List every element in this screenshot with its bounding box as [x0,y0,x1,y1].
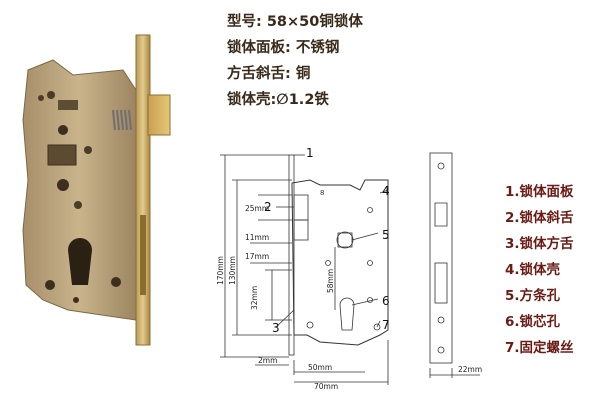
dim-50: 50mm [308,363,332,372]
spec-case: 锁体壳:∅1.2铁 [227,92,329,108]
faceplate-side-view: 22mm [429,152,482,378]
legend-item-2: 2.锁体斜舌 [505,210,574,226]
callout-3: 3 [272,321,280,335]
drawing-faceplate [288,154,295,356]
callout-6: 6 [382,294,390,308]
dim-25: 25mm [245,204,269,213]
dim-17: 17mm [245,252,269,261]
cylinder-hole [68,238,92,285]
legend-item-3: 3.锁体方舌 [505,236,574,252]
latch-bolt [147,94,171,136]
drawing-case-outline [291,179,389,346]
legend-item-7: 7.固定螺丝 [505,340,574,356]
technical-drawing: 8 25mm 11mm 17mm 170mm 130mm 32mm 58mm 2… [216,146,390,391]
spec-faceplate: 锁体面板: 不锈钢 [227,40,340,56]
dim-2: 2mm [258,356,277,365]
legend-item-1: 1.锁体面板 [505,184,574,200]
callout-2: 2 [264,200,272,214]
legend-item-5: 5.方条孔 [505,288,561,304]
spec-model: 型号: 58×50铜锁体 [227,14,363,30]
callout-1: 1 [306,146,314,160]
dim-22: 22mm [458,365,482,374]
dim-70: 70mm [314,382,338,391]
dim-32: 32mm [250,286,259,310]
dim-170: 170mm [216,256,225,285]
latch-mark: 8 [320,189,324,197]
dim-130: 130mm [228,256,237,285]
faceplate-outline [429,152,453,364]
legend-item-6: 6.锁芯孔 [505,314,561,330]
dim-58: 58mm [326,269,335,293]
legend-item-4: 4.锁体壳 [505,262,561,278]
lock-body-photo [22,34,171,346]
face-plate [135,34,151,346]
callout-5: 5 [382,228,390,242]
lock-case [22,59,137,321]
callout-7: 7 [382,318,390,332]
spec-bolts: 方舌斜舌: 铜 [227,66,311,82]
dim-11: 11mm [245,233,269,242]
callout-4: 4 [382,184,390,198]
